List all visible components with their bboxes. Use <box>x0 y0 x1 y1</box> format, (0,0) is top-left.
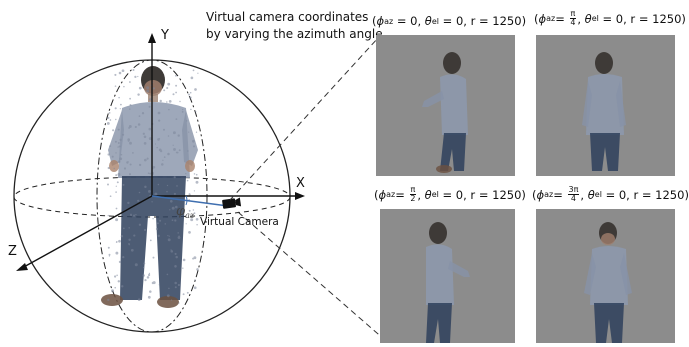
render-panel-1 <box>376 35 515 176</box>
leader-line-bottom <box>237 211 386 341</box>
z-axis <box>21 195 153 269</box>
person-render-side <box>422 52 468 173</box>
point-cloud-person <box>101 66 199 308</box>
camera-icon <box>222 197 242 209</box>
azimuth-symbol: φ <box>176 204 186 219</box>
z-axis-label: Z <box>8 244 17 259</box>
panel-1-r: 1250 <box>492 14 522 28</box>
x-axis-arrow <box>295 192 305 200</box>
azimuth-subscript: az <box>185 211 195 220</box>
person-render-back <box>582 52 626 171</box>
render-panel-2 <box>536 35 675 176</box>
x-axis-label: X <box>296 176 305 191</box>
y-axis-arrow <box>148 33 156 43</box>
person-render-side-2 <box>426 222 470 343</box>
header-line-1: Virtual camera coordinates <box>206 10 369 24</box>
leader-line-top <box>229 37 379 201</box>
z-axis-arrow <box>16 263 28 271</box>
panel-1-theta: 0 <box>455 14 464 28</box>
sphere-diagram <box>13 33 386 341</box>
header-line-2: by varying the azimuth angle <box>206 27 383 41</box>
panel-1-phi: 0 <box>410 14 418 28</box>
render-panel-3 <box>380 209 515 343</box>
panel-3-theta: 0 <box>455 187 464 202</box>
y-axis-label: Y <box>161 28 169 43</box>
azimuth-label: φaz <box>176 204 194 220</box>
panel-2-r: 1250 <box>652 11 682 26</box>
camera-label: Virtual Camera <box>200 216 279 228</box>
panel-2-theta: 0 <box>615 11 624 26</box>
azimuth-arc <box>185 195 188 206</box>
person-render-front <box>584 222 632 343</box>
camera-ray <box>151 195 229 207</box>
panel-3-r: 1250 <box>492 187 522 202</box>
render-panel-4 <box>536 209 675 343</box>
panel-4-r: 1250 <box>655 187 685 202</box>
